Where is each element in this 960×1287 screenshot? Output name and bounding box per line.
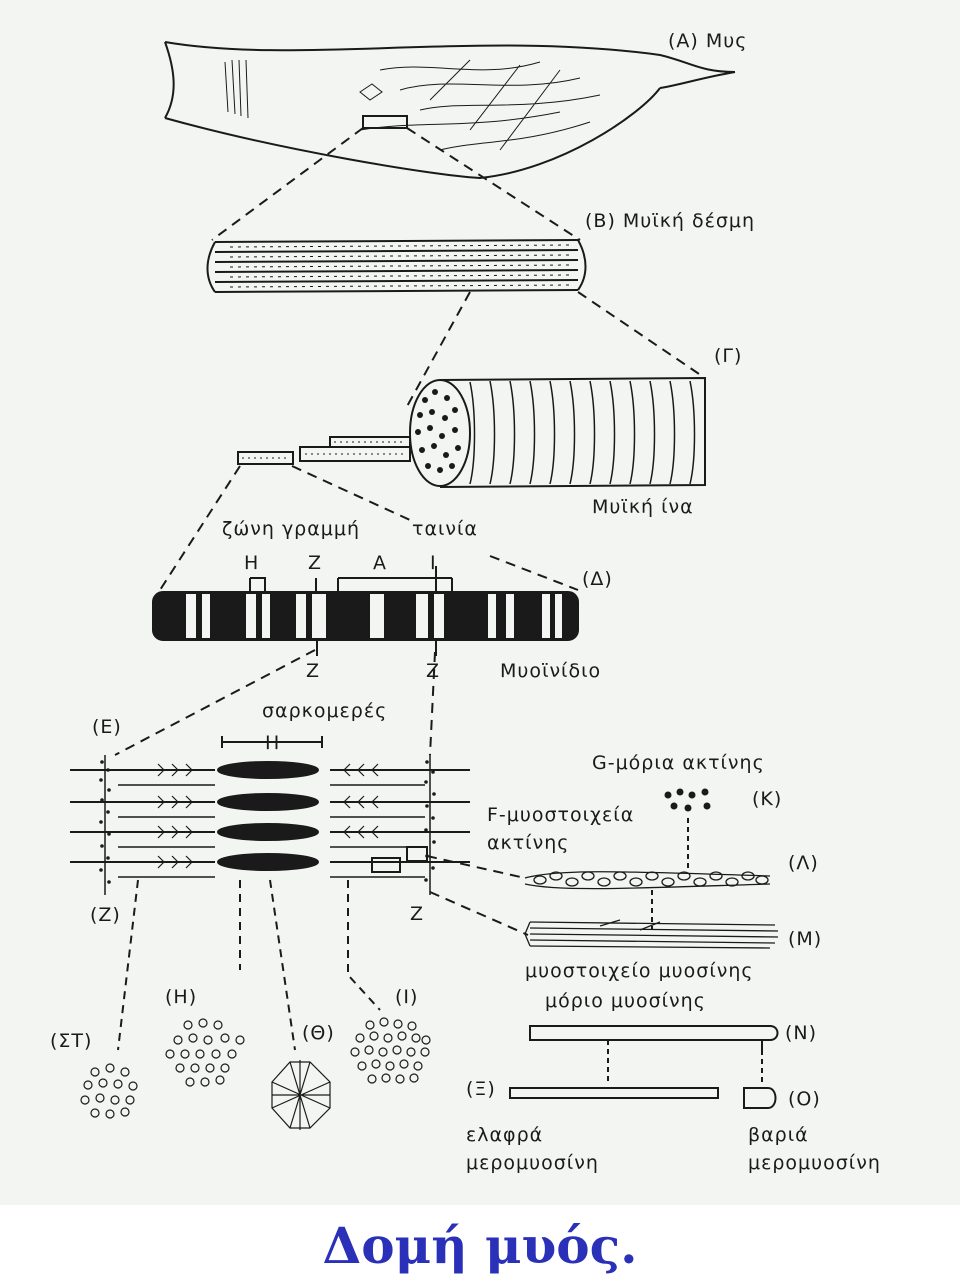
cross-section-i — [350, 1017, 431, 1084]
muscle-structure-diagram — [70, 41, 779, 1130]
connector-actin — [426, 855, 529, 936]
g-actin-molecules — [664, 788, 711, 812]
label-g: (Γ) — [714, 345, 743, 367]
muscle-fibers-texture — [359, 59, 601, 151]
muscle-fiber — [409, 376, 706, 488]
label-light-meromyosin-1: ελαφρά — [466, 1124, 544, 1146]
label-i-paren: (Ι) — [395, 986, 419, 1008]
heavy-meromyosin — [743, 1087, 777, 1109]
connector-a-b — [211, 127, 581, 241]
z-lines-d — [316, 640, 437, 656]
label-z-bottom-2: Ζ — [426, 660, 441, 682]
z-disc-dots — [99, 760, 436, 884]
muscle-detail — [359, 83, 383, 101]
label-muscle-fiber: Μυϊκή ίνα — [592, 496, 694, 518]
label-zone-line: ζώνη γραμμή — [222, 518, 360, 540]
cross-section-st — [80, 1063, 138, 1119]
myosin-molecule — [529, 1025, 779, 1050]
connector-d-e — [114, 649, 436, 756]
label-m: (Μ) — [788, 928, 823, 950]
label-z-bottom-1: Ζ — [306, 660, 321, 682]
label-heavy-meromyosin-1: βαριά — [748, 1124, 809, 1146]
f-actin-filament — [524, 871, 771, 890]
label-muscle: (Α) Μυς — [668, 30, 748, 52]
connector-cross-sections — [117, 879, 381, 1051]
muscle-bundle — [206, 239, 587, 293]
connector-b-g — [404, 291, 706, 411]
label-z-top: Ζ — [308, 552, 323, 574]
figure-caption: Δομή μυός. — [322, 1216, 638, 1275]
fiber-dots — [415, 389, 461, 473]
label-muscle-bundle: (Β) Μυϊκή δέσμη — [585, 210, 756, 232]
muscle-outline — [164, 41, 736, 180]
label-f-actin-1: F-μυοστοιχεία — [487, 804, 635, 826]
cross-section-th — [271, 1060, 331, 1130]
label-z-paren: (Ζ) — [90, 904, 121, 926]
label-light-meromyosin-2: μερομυοσίνη — [466, 1152, 599, 1174]
label-l: (Λ) — [788, 852, 819, 874]
label-h-paren: (Η) — [165, 986, 198, 1008]
label-myosin-filament: μυοστοιχείο μυοσίνης — [525, 960, 754, 982]
connector-g-d — [159, 465, 579, 591]
label-sarcomere: σαρκομερές — [262, 700, 388, 722]
label-o: (Ο) — [788, 1088, 821, 1110]
label-th: (Θ) — [302, 1022, 335, 1044]
label-e: (Ε) — [92, 716, 122, 738]
label-xi: (Ξ) — [466, 1078, 496, 1100]
label-myosin-molecule: μόριο μυοσίνης — [545, 990, 706, 1012]
label-st: (ΣΤ) — [50, 1030, 93, 1052]
myosin-filament — [524, 919, 779, 949]
label-z-sarcomere: Ζ — [410, 903, 425, 925]
label-g-actin: G-μόρια ακτίνης — [592, 752, 765, 774]
label-n: (Ν) — [785, 1022, 818, 1044]
light-meromyosin — [509, 1087, 719, 1099]
label-heavy-meromyosin-2: μερομυοσίνη — [748, 1152, 881, 1174]
label-h-sarcomere: Η — [265, 732, 281, 754]
label-a-top: Α — [373, 552, 387, 574]
label-i-top: Ι — [430, 552, 437, 574]
label-h-top: Η — [244, 552, 260, 574]
cross-section-h — [165, 1018, 245, 1087]
tendon-left — [224, 59, 249, 119]
muscle-section-box — [362, 115, 408, 129]
label-k: (Κ) — [752, 788, 783, 810]
band-markers — [249, 566, 453, 592]
n-connectors — [607, 1040, 763, 1082]
label-myofibril: Μυοϊνίδιο — [500, 660, 602, 682]
sarcomere — [70, 736, 470, 895]
label-d: (Δ) — [582, 568, 613, 590]
label-f-actin-2: ακτίνης — [487, 832, 570, 854]
extracted-myofibrils — [237, 436, 411, 465]
myofibril — [152, 591, 579, 641]
label-band: ταινία — [412, 518, 478, 540]
